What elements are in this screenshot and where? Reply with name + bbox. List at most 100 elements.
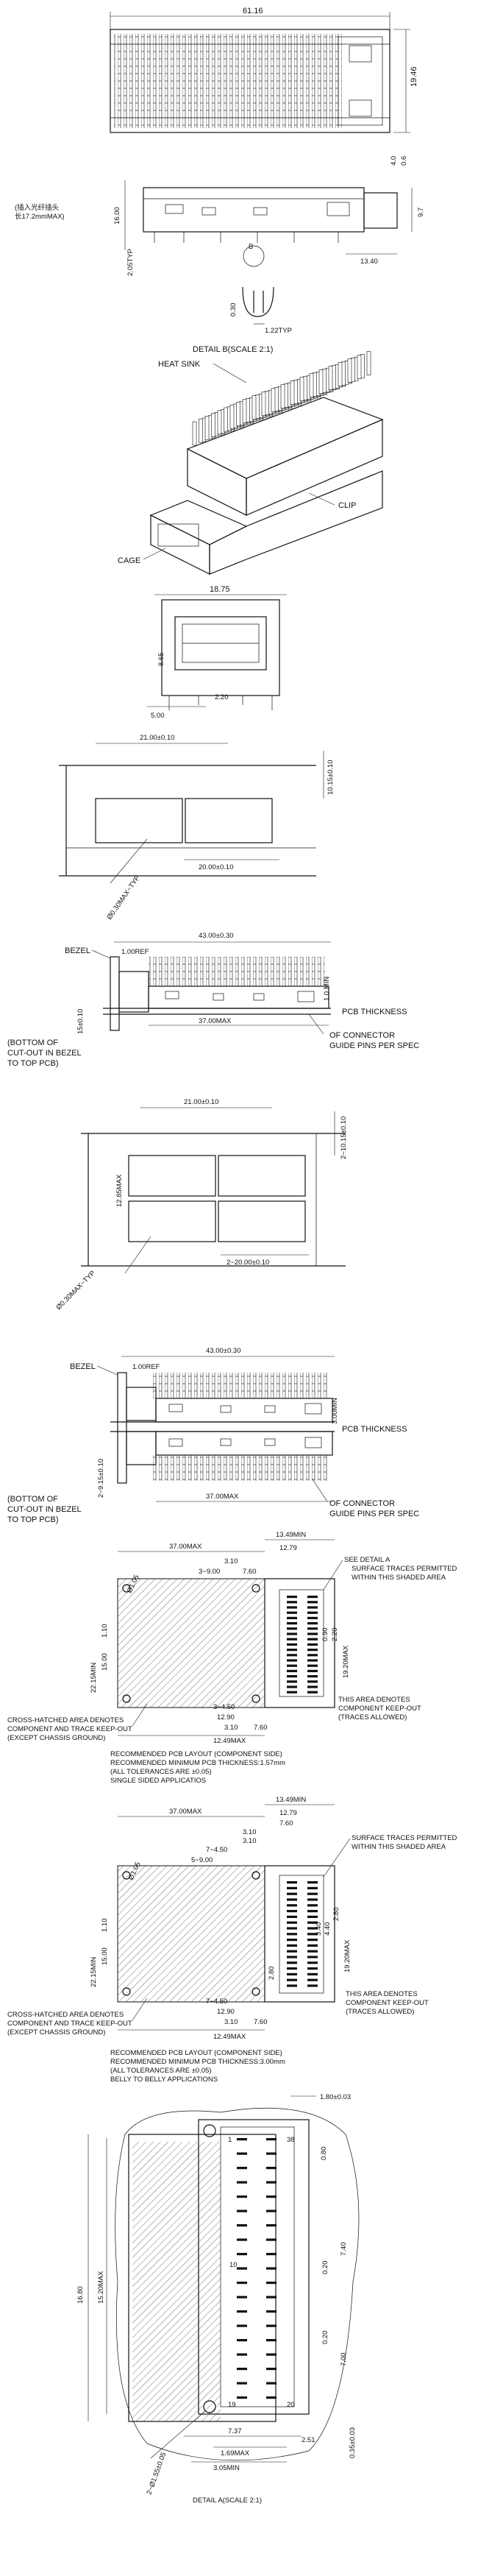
pin-pad — [287, 1669, 297, 1672]
pin-pad — [287, 1956, 297, 1958]
pcb2-dim-310c: 3.10 — [224, 2018, 238, 2026]
pin-pad — [307, 1616, 318, 1619]
pcb1-dim-2215: 22.15MIN — [90, 1663, 98, 1693]
pin-pad — [287, 1910, 297, 1913]
pin-pad — [237, 2238, 247, 2241]
pcb2-area1: THIS AREA DENOTES — [346, 1990, 418, 1998]
pcb1-dim-220: 2.20 — [331, 1628, 339, 1642]
pcb1-cross1: CROSS-HATCHED AREA DENOTES — [7, 1716, 124, 1724]
pin-pad — [266, 2181, 277, 2184]
pin-pad — [237, 2138, 247, 2141]
pin-pad — [307, 1601, 318, 1604]
pcb2-dim-760: 7.60 — [279, 1819, 293, 1827]
pin-pad — [237, 2267, 247, 2270]
pin-pad — [237, 2396, 247, 2399]
bezel2-dim-bottom: 37.00MAX — [206, 1493, 239, 1501]
bezel2-pcb: PCB THICKNESS — [342, 1425, 407, 1434]
pcb-layout-2: 13.49MIN 37.00MAX 12.79 7.60 3.10 3.10 7… — [7, 1796, 457, 2084]
bezel1-label: BEZEL — [65, 946, 90, 955]
pin-pad — [237, 2195, 247, 2198]
cutout2-dim-diag: Ø0.30MAX~TYP — [54, 1269, 97, 1312]
da-dim-700: 7.00 — [340, 2353, 348, 2367]
cutout1-dim-diag: Ø0.30MAX~TYP — [105, 874, 141, 921]
pin-pad — [307, 1596, 318, 1599]
pin-pad — [307, 1961, 318, 1964]
pcb1-dim-450: 3~4.50 — [213, 1703, 235, 1711]
pin-pad — [287, 1627, 297, 1630]
heat-sink-fin — [338, 362, 343, 386]
dim-220: 2.20 — [215, 693, 229, 701]
pcb1-dim-1500: 15.00 — [101, 1653, 109, 1671]
pin-pad — [287, 1601, 297, 1604]
pin-pad — [237, 2224, 247, 2227]
pin-pad — [307, 1904, 318, 1907]
pcb2-dim-1500: 15.00 — [101, 1947, 109, 1965]
heat-sink-fin — [252, 395, 257, 420]
pin-pad — [287, 1972, 297, 1975]
pin-pad — [307, 1664, 318, 1667]
pcb1-note3: (ALL TOLERANCES ARE ±0.05) — [110, 1768, 212, 1776]
heat-sink-fin — [357, 355, 362, 379]
bezel1-note1: (BOTTOM OF — [7, 1038, 58, 1047]
heat-sink-fin — [261, 392, 266, 416]
pcb2-dim-110: 1.10 — [101, 1919, 109, 1933]
pin-pad — [266, 2368, 277, 2371]
pin-pad — [287, 1638, 297, 1641]
front-view: 18.75 8.65 5.00 2.20 — [147, 585, 287, 720]
pin-pad — [307, 1685, 318, 1688]
pcb2-surface1: SURFACE TRACES PERMITTED — [352, 1834, 457, 1842]
bezel2-dim-min: 3.00MIN — [331, 1398, 339, 1424]
pcb2-cross1: CROSS-HATCHED AREA DENOTES — [7, 2011, 124, 2019]
cutout2-dim-top: 21.00±0.10 — [184, 1098, 218, 1106]
pin-38: 38 — [287, 2136, 295, 2144]
pin-pad — [287, 1659, 297, 1662]
pin-pad — [237, 2296, 247, 2299]
pin-pad — [287, 1675, 297, 1678]
cutout1-dim-right: 10.15±0.10 — [327, 760, 335, 795]
pin-pad — [307, 1886, 318, 1889]
heat-sink-fin — [217, 410, 222, 435]
pin-pad — [287, 1967, 297, 1970]
pin-pad — [307, 1675, 318, 1678]
pin-pad — [307, 1910, 318, 1913]
pin-pad — [307, 1933, 318, 1936]
pcb1-pin-pads — [287, 1596, 318, 1694]
heat-sink-fin — [199, 418, 203, 443]
da-dim-035: 0.35±0.03 — [349, 2427, 357, 2458]
pin-pad — [237, 2324, 247, 2327]
pin-pad — [307, 1939, 318, 1942]
dim-1875: 18.75 — [210, 585, 230, 594]
pin-pad — [287, 1664, 297, 1667]
pin-pad — [237, 2152, 247, 2155]
pin-pad — [307, 1967, 318, 1970]
heat-sink-fin — [299, 377, 304, 401]
bezel1-dim-ref: 1.00REF — [121, 948, 149, 956]
heat-sink-fin — [328, 366, 333, 390]
pin-pad — [266, 2282, 277, 2285]
pin-pad — [266, 2152, 277, 2155]
pcb2-note4: BELLY TO BELLY APPLICATIONS — [110, 2076, 218, 2084]
pin-pad — [266, 2339, 277, 2342]
pcb2-dim-450b: 7~4.50 — [206, 1998, 227, 2006]
pcb2-dim-310b: 3.10 — [243, 1837, 257, 1845]
pin-pad — [266, 2353, 277, 2356]
pcb2-dim-3700: 37.00MAX — [169, 1808, 202, 1816]
pin-pad — [307, 1669, 318, 1672]
bezel-cutout-2: 21.00±0.10 2~10.15±0.10 12.85MAX 2~20.00… — [54, 1098, 348, 1312]
side-view: (插入光纤插头 长17.2mmMAX) 16.00 9.7 13.40 2.05… — [15, 180, 425, 354]
da-dim-169: 1.69MAX — [221, 2449, 250, 2458]
pcb2-dim-760b: 7.60 — [254, 2018, 268, 2026]
pcb1-dim-110: 1.10 — [101, 1624, 109, 1638]
bezel1-pcb: PCB THICKNESS — [342, 1008, 407, 1016]
pin-10: 10 — [229, 2261, 238, 2269]
pcb1-dim-760a: 7.60 — [243, 1568, 257, 1576]
da-dim-251: 2.51 — [302, 2436, 315, 2444]
pin-pad — [266, 2238, 277, 2241]
pin-pad — [287, 1881, 297, 1884]
pcb2-pin-pads — [287, 1881, 318, 1987]
bezel2-guide2: GUIDE PINS PER SPEC — [329, 1510, 419, 1518]
pin-pad — [307, 1627, 318, 1630]
pin-pad — [237, 2209, 247, 2212]
pin-pad — [287, 1984, 297, 1987]
detail-b-title: DETAIL B(SCALE 2:1) — [193, 345, 273, 354]
